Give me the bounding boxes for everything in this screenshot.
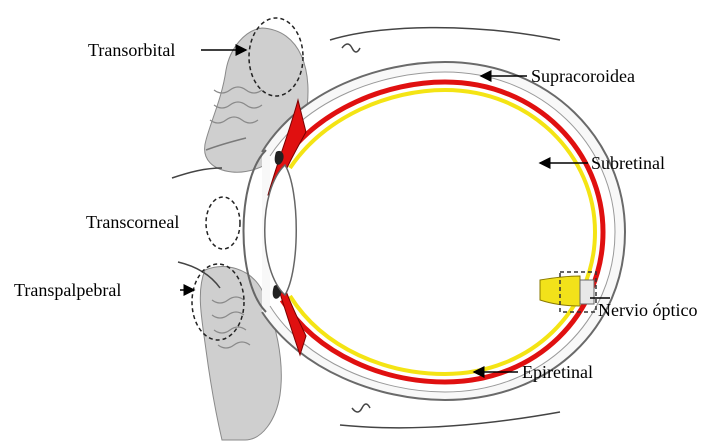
label-epiretinal: Epiretinal: [522, 362, 593, 382]
label-supracoroidea: Supracoroidea: [531, 66, 635, 86]
label-transpalpebral: Transpalpebral: [14, 280, 121, 300]
transcorneal-region: [206, 197, 240, 249]
eye-globe: [262, 62, 625, 400]
label-transcorneal: Transcorneal: [86, 212, 179, 232]
label-subretinal: Subretinal: [591, 153, 665, 173]
label-nervio-optico: Nervio óptico: [598, 300, 697, 320]
label-transorbital: Transorbital: [88, 40, 175, 60]
